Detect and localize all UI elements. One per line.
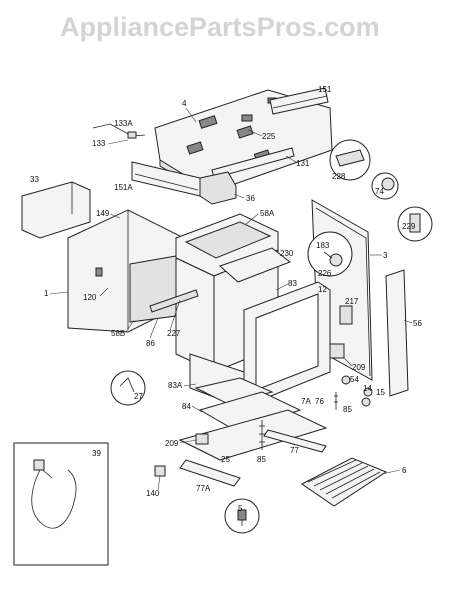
part-209-hinge xyxy=(329,343,345,359)
label-228: 228 xyxy=(332,172,346,181)
label-25: 25 xyxy=(221,455,230,464)
label-5: 5 xyxy=(238,504,243,513)
label-14: 14 xyxy=(363,384,372,393)
part-6-oven-rack xyxy=(301,457,388,507)
part-227-vent xyxy=(149,289,199,313)
label-74: 74 xyxy=(375,187,384,196)
label-3: 3 xyxy=(383,251,388,260)
label-131: 131 xyxy=(296,159,310,168)
label-85b: 85 xyxy=(257,455,266,464)
part-183-226-callout xyxy=(307,231,353,277)
part-84-drawer-panel xyxy=(198,391,302,433)
part-36-vent-duct xyxy=(199,171,237,205)
label-56: 56 xyxy=(413,319,422,328)
part-39-power-cord-box xyxy=(13,442,109,566)
label-120: 120 xyxy=(83,293,97,302)
part-25-drawer xyxy=(178,409,328,461)
label-217: 217 xyxy=(345,297,359,306)
label-4: 4 xyxy=(182,99,187,108)
label-77A: 77A xyxy=(196,484,211,493)
part-230-bake-element xyxy=(219,247,292,283)
part-56-side-trim xyxy=(385,269,409,397)
part-58A-oven-liner-top xyxy=(175,213,279,277)
label-83A: 83A xyxy=(168,381,183,390)
part-85-door-spring xyxy=(259,420,265,450)
label-149: 149 xyxy=(96,209,110,218)
label-151A: 151A xyxy=(114,183,133,192)
label-58A: 58A xyxy=(260,209,275,218)
part-83A-lower-body xyxy=(189,353,274,409)
part-76-85-spring xyxy=(334,392,338,410)
label-225: 225 xyxy=(262,132,276,141)
label-229: 229 xyxy=(402,222,416,231)
part-54-switch xyxy=(341,375,351,385)
part-151-rear-trim xyxy=(269,87,329,115)
label-84: 84 xyxy=(182,402,191,411)
part-228-callout xyxy=(329,139,371,181)
label-27: 27 xyxy=(134,392,143,401)
part-74-knob-callout xyxy=(371,172,399,200)
part-209-left-hinge xyxy=(195,433,209,445)
label-226: 226 xyxy=(318,269,332,278)
part-33-side-panel xyxy=(21,181,91,239)
label-33: 33 xyxy=(30,175,39,184)
label-133: 133 xyxy=(92,139,106,148)
label-133A: 133A xyxy=(114,119,133,128)
part-77A-drawer-slide xyxy=(179,459,241,487)
label-86: 86 xyxy=(146,339,155,348)
label-54: 54 xyxy=(350,375,359,384)
label-227: 227 xyxy=(167,329,181,338)
label-140: 140 xyxy=(146,489,160,498)
label-230: 230 xyxy=(280,249,294,258)
label-83: 83 xyxy=(288,279,297,288)
part-27-callout xyxy=(110,370,146,406)
label-77: 77 xyxy=(290,446,299,455)
part-140-leg-bracket xyxy=(154,465,166,477)
part-12-oven-frame xyxy=(243,281,331,403)
label-151: 151 xyxy=(318,85,332,94)
part-133-bracket xyxy=(92,123,146,139)
part-77-drawer-rail xyxy=(263,429,327,453)
label-76: 76 xyxy=(315,397,324,406)
label-15: 15 xyxy=(376,388,385,397)
label-12: 12 xyxy=(318,285,327,294)
label-183: 183 xyxy=(316,241,330,250)
part-5-leveling-leg xyxy=(224,498,260,534)
label-7A: 7A xyxy=(301,397,311,406)
part-229-callout xyxy=(397,206,433,242)
label-209a: 209 xyxy=(352,363,366,372)
label-1: 1 xyxy=(44,289,49,298)
part-14-15-socket xyxy=(361,387,373,407)
label-209b: 209 xyxy=(165,439,179,448)
label-6: 6 xyxy=(402,466,407,475)
label-85a: 85 xyxy=(343,405,352,414)
label-58B: 58B xyxy=(111,329,125,338)
part-217-bracket xyxy=(339,305,353,325)
watermark-text: AppliancePartsPros.com xyxy=(60,12,380,42)
label-36: 36 xyxy=(246,194,255,203)
label-39: 39 xyxy=(92,449,101,458)
